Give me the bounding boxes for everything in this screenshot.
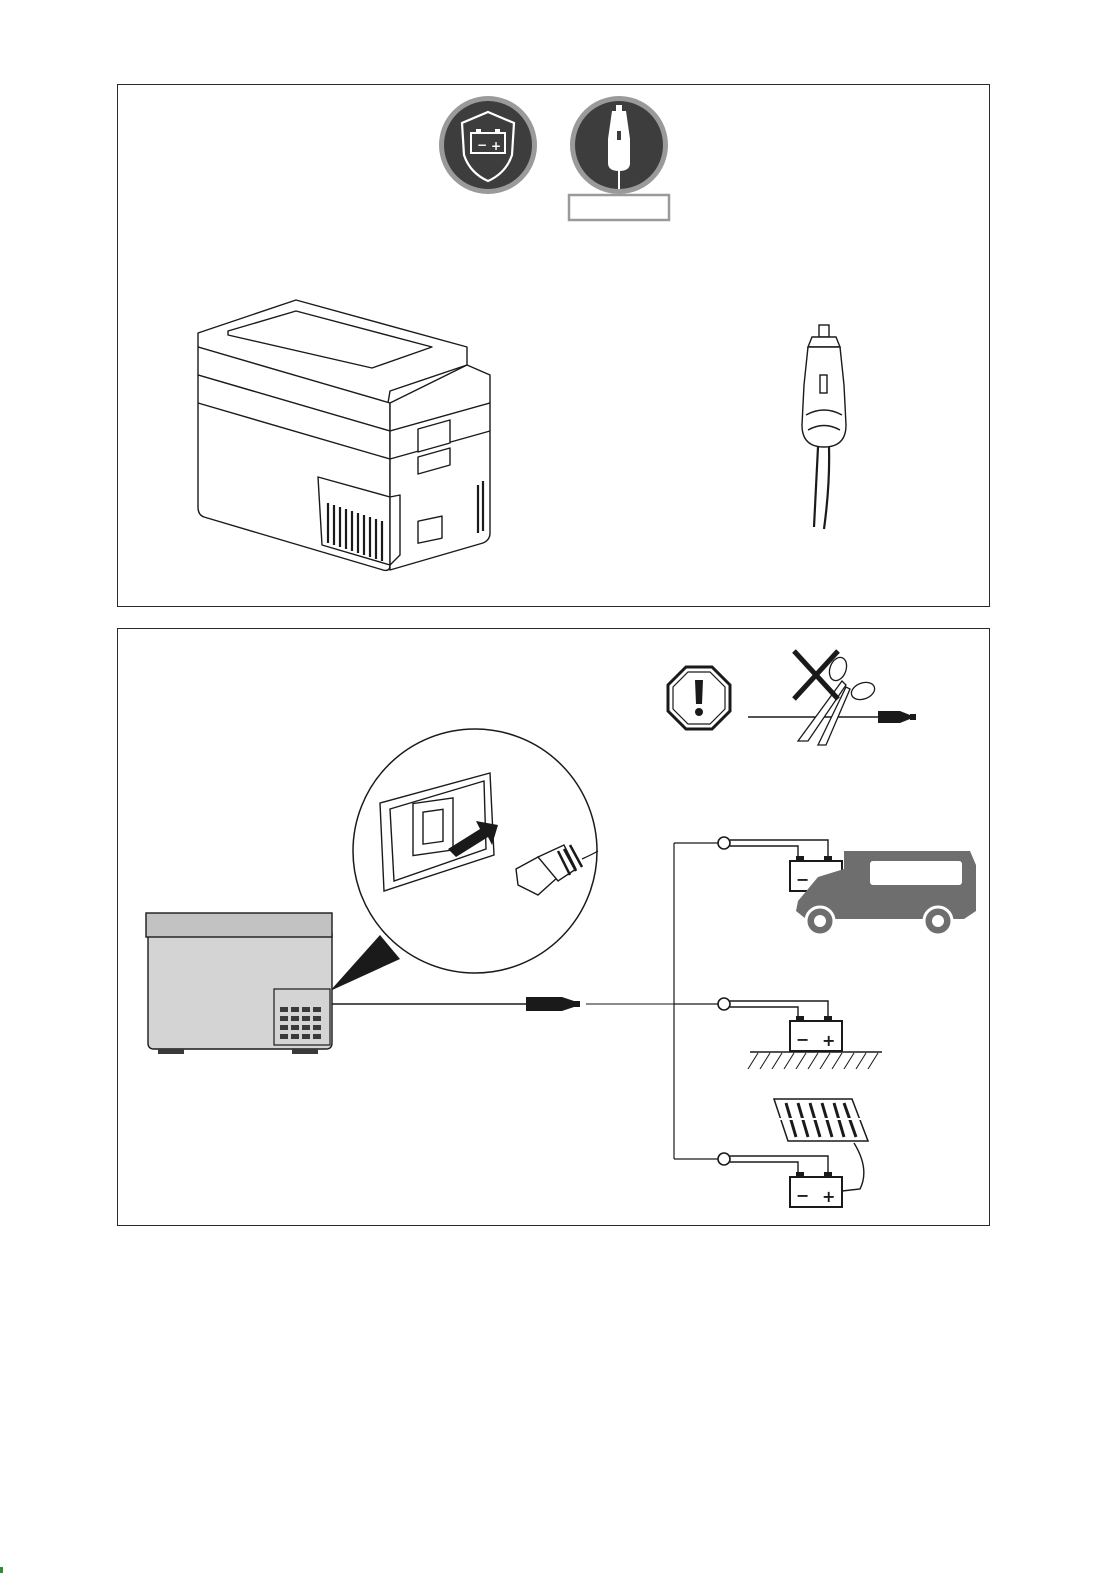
solar-battery-source: − + — [718, 1099, 868, 1207]
solar-panel-icon — [774, 1099, 868, 1141]
stationary-battery-minus: − — [796, 1030, 809, 1049]
socket-detail-magnifier — [330, 729, 598, 991]
stationary-battery-plus: + — [822, 1031, 835, 1050]
scissors-crossed-icon — [748, 651, 916, 745]
battery-shield-icon: − + — [439, 96, 537, 194]
power-cable — [332, 997, 718, 1011]
cooler-and-plug-panel: − + — [117, 84, 990, 607]
vehicle-battery-source: − + — [718, 837, 976, 935]
stationary-battery-source: − + — [718, 998, 882, 1069]
plug-cable-illustration — [802, 325, 846, 529]
car-plug-icon — [570, 96, 668, 194]
page-corner-mark — [0, 1567, 3, 1573]
shield-minus-label: − — [477, 138, 487, 152]
solar-battery-plus: + — [822, 1187, 835, 1206]
cooler-box-illustration — [198, 300, 490, 570]
exclamation-octagon-icon — [668, 667, 730, 729]
vehicle-battery-minus: − — [796, 870, 809, 889]
shield-plus-label: + — [491, 139, 501, 153]
bottom-panel-drawing: − + − + — [118, 629, 991, 1227]
cooler-side-illustration — [146, 913, 332, 1054]
plug-icon-caption-box — [569, 195, 669, 220]
connection-diagram-panel: − + − + — [117, 628, 990, 1226]
solar-battery-minus: − — [796, 1186, 809, 1205]
power-source-bus — [674, 843, 718, 1159]
top-panel-drawing: − + — [118, 85, 991, 608]
